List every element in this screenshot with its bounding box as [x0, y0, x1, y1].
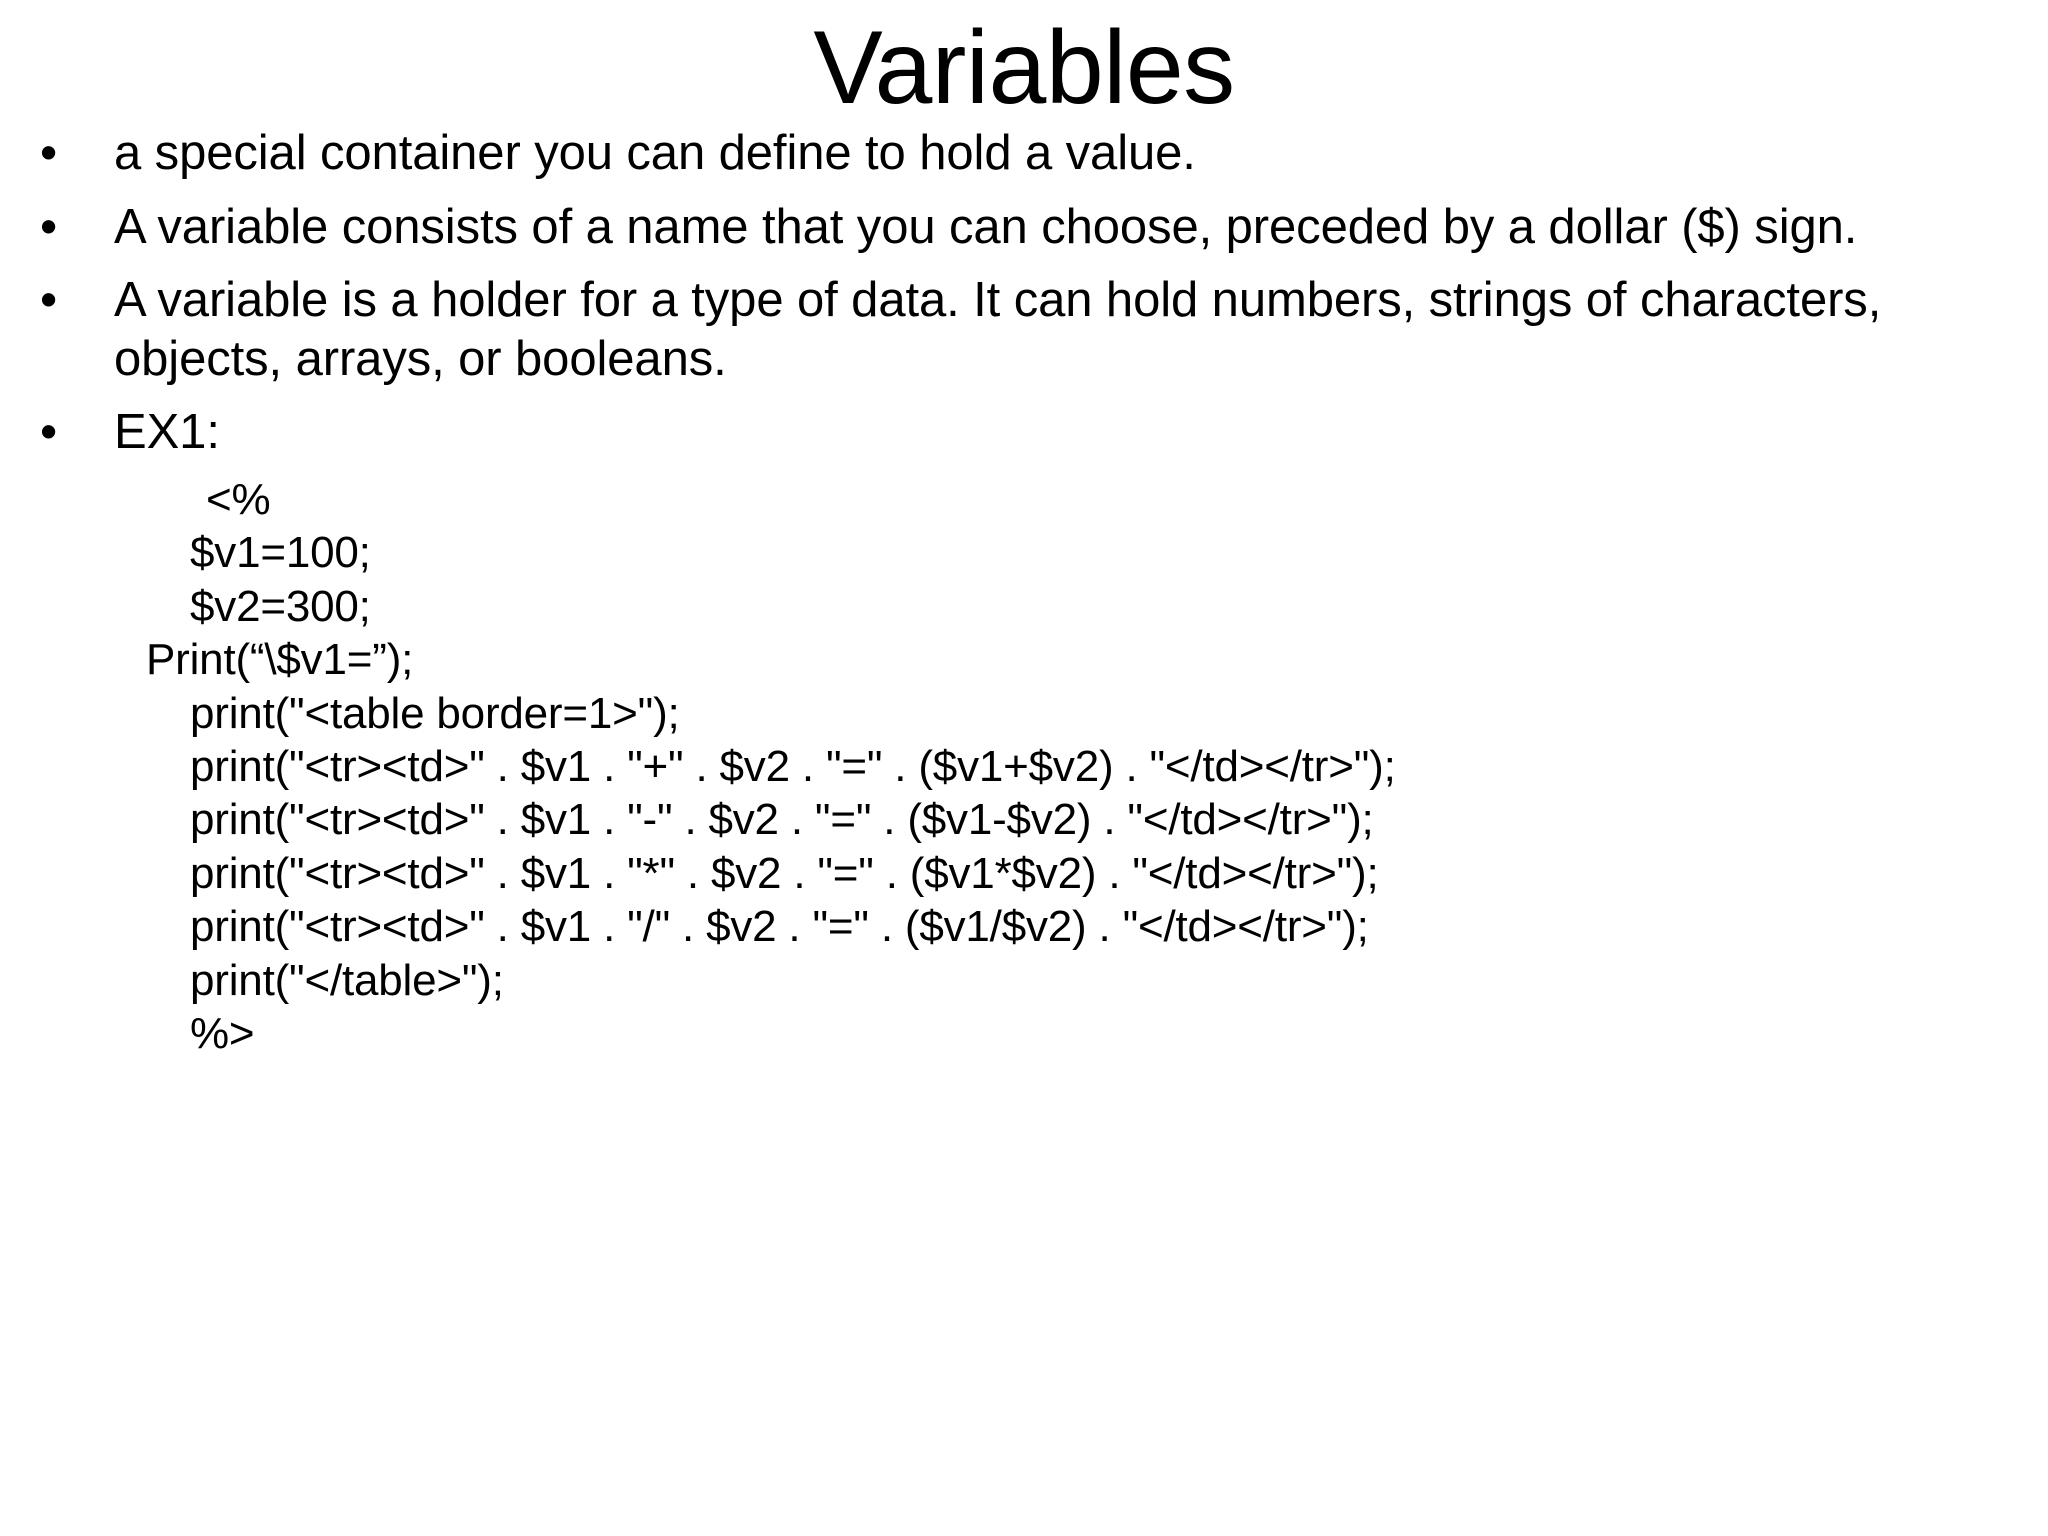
code-line: print("<tr><td>" . $v1 . "/" . $v2 . "="… [190, 902, 1369, 952]
bullet-text: A variable is a holder for a type of dat… [114, 272, 1882, 387]
bullet-dot-icon: • [40, 126, 58, 181]
page-title: Variables [813, 10, 1235, 126]
code-line: print("<tr><td>" . $v1 . "+" . $v2 . "="… [190, 741, 1396, 791]
code-line: <% [206, 474, 271, 524]
bullet-item-definition: • a special container you can define to … [18, 124, 2030, 183]
code-line: print("<tr><td>" . $v1 . "*" . $v2 . "="… [190, 848, 1379, 898]
bullet-dot-icon: • [40, 199, 58, 254]
bullet-text: A variable consists of a name that you c… [114, 199, 1858, 254]
code-line: $v2=300; [190, 581, 371, 631]
bullet-text: EX1: [114, 405, 220, 460]
code-line: print("</table>"); [190, 955, 504, 1005]
code-line: print("<tr><td>" . $v1 . "-" . $v2 . "="… [190, 795, 1374, 845]
code-line: %> [190, 1009, 255, 1059]
bullet-text: a special container you can define to ho… [114, 126, 1196, 181]
bullet-item-example-label: • EX1: [18, 403, 2030, 462]
code-line: Print(“\$v1=”); [146, 635, 414, 685]
bullet-item-datatypes: • A variable is a holder for a type of d… [18, 271, 2030, 390]
bullet-dot-icon: • [40, 405, 58, 460]
code-line: $v1=100; [190, 528, 371, 578]
code-line: print("<table border=1>"); [190, 688, 680, 738]
slide-body: • a special container you can define to … [0, 124, 2048, 1060]
bullet-item-naming: • A variable consists of a name that you… [18, 198, 2030, 257]
bullet-list: • a special container you can define to … [18, 124, 2030, 462]
code-block: <% $v1=100; $v2=300; Print(“\$v1=”); pri… [18, 473, 2030, 1061]
bullet-dot-icon: • [40, 272, 58, 327]
